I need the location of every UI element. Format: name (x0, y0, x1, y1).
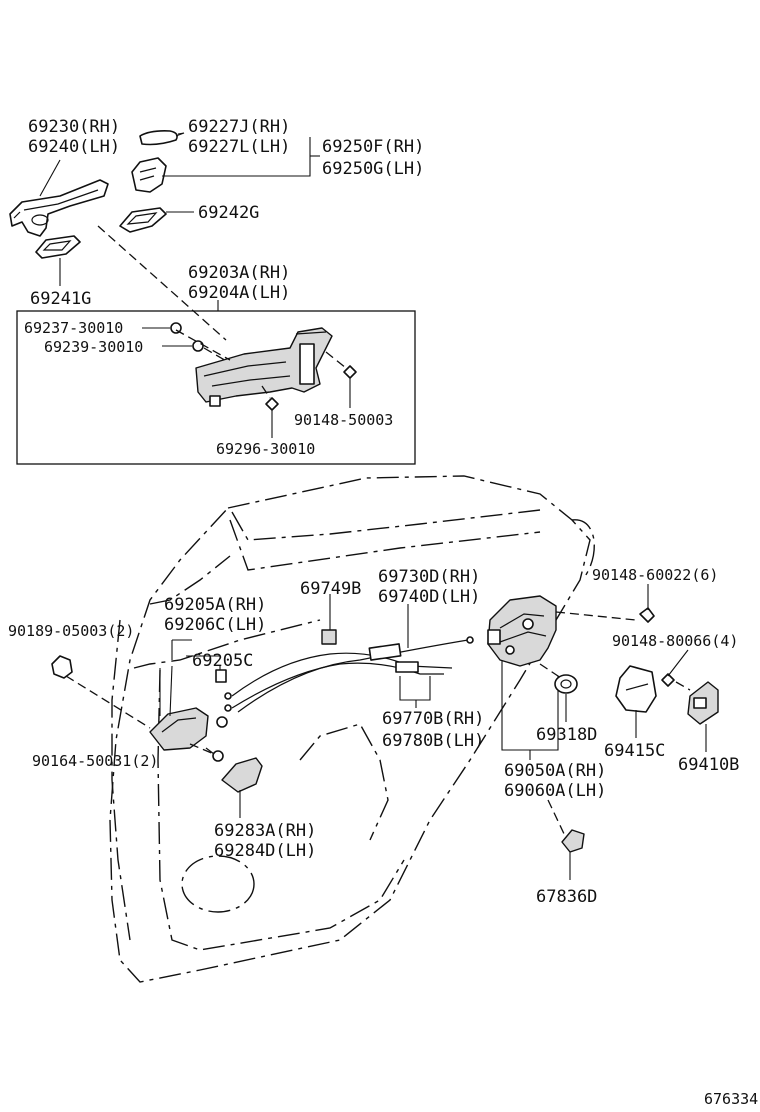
bracket-clip-part (215, 669, 227, 683)
inside-handle-assembly (149, 707, 228, 751)
label-69203a: 69203A(RH) (188, 263, 290, 283)
part-labels: 69230(RH) 69240(LH) 69227J(RH) 69227L(LH… (8, 117, 758, 1108)
label-69250g: 69250G(LH) (322, 159, 424, 179)
label-69227j: 69227J(RH) (188, 117, 290, 137)
label-90148-80066: 90148-80066(4) (612, 632, 738, 650)
screw-part (639, 607, 655, 623)
label-69242g: 69242G (198, 203, 259, 223)
label-69296: 69296-30010 (216, 440, 315, 458)
cable-clip-part (321, 594, 337, 645)
label-69205a: 69205A(RH) (164, 595, 266, 615)
screw-part (170, 322, 357, 411)
handle-cap-part (139, 130, 178, 146)
lock-cover-part (561, 829, 585, 853)
screw-part (205, 747, 224, 762)
handle-frame-assembly (195, 327, 333, 407)
label-69237: 69237-30010 (24, 319, 123, 337)
label-69206c: 69206C(LH) (164, 615, 266, 635)
label-69227l: 69227L(LH) (188, 137, 290, 157)
label-69410b: 69410B (678, 755, 739, 775)
grommet-part (554, 674, 578, 694)
label-69060a: 69060A(LH) (504, 781, 606, 801)
inside-handle-bezel-part (221, 757, 263, 793)
label-90189: 90189-05003(2) (8, 622, 134, 640)
label-69230: 69230(RH) (28, 117, 120, 137)
striker-part (687, 681, 719, 725)
handle-pad-part (131, 157, 167, 193)
label-69204a: 69204A(LH) (188, 283, 290, 303)
label-90148-50003: 90148-50003 (294, 411, 393, 429)
label-90164: 90164-50031(2) (32, 752, 158, 770)
label-69749b: 69749B (300, 579, 361, 599)
figure-number: 676334 (704, 1090, 758, 1108)
label-69284d: 69284D(LH) (214, 841, 316, 861)
label-69250f: 69250F(RH) (322, 137, 424, 157)
label-69415c: 69415C (604, 741, 665, 761)
outside-handle-part (9, 179, 109, 237)
screw-part (661, 673, 675, 687)
label-69283a: 69283A(RH) (214, 821, 316, 841)
frame-box (16, 310, 416, 465)
control-cable-part (224, 652, 453, 712)
label-67836d: 67836D (536, 887, 597, 907)
door-lock-assembly (487, 595, 557, 667)
label-69240: 69240(LH) (28, 137, 120, 157)
label-69205c: 69205C (192, 651, 253, 671)
label-69740d: 69740D(LH) (378, 587, 480, 607)
label-69770b: 69770B(RH) (382, 709, 484, 729)
striker-cover-part (615, 665, 657, 713)
label-69050a: 69050A(RH) (504, 761, 606, 781)
label-90148-60022: 90148-60022(6) (592, 566, 718, 584)
handle-gasket-part (119, 207, 167, 233)
label-69780b: 69780B(LH) (382, 731, 484, 751)
label-69730d: 69730D(RH) (378, 567, 480, 587)
label-69318d: 69318D (536, 725, 597, 745)
handle-gasket-rear-part (35, 235, 81, 259)
label-69239: 69239-30010 (44, 338, 143, 356)
clip-part (51, 655, 73, 679)
label-69241g: 69241G (30, 289, 91, 309)
door-outline (109, 475, 595, 983)
lock-cable-part (237, 636, 474, 713)
